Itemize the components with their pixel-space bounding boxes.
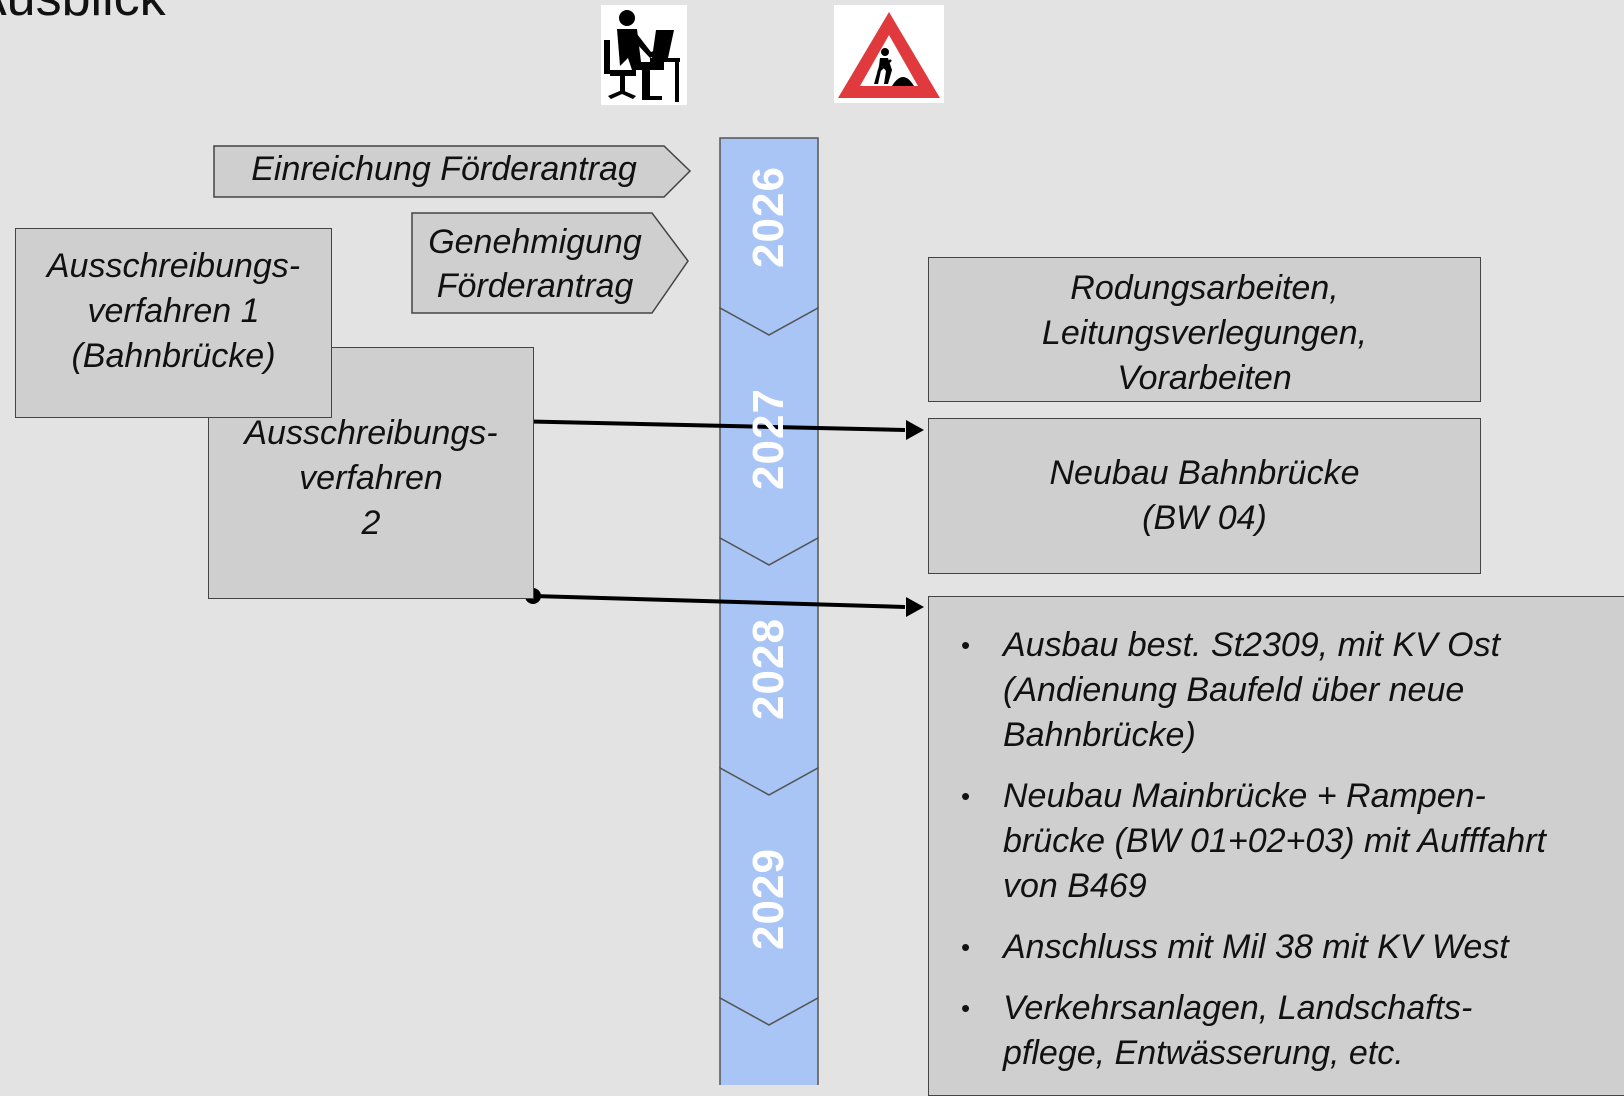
genehmigung-line-1: Genehmigung — [428, 223, 642, 261]
ausschreibung1-line-2: verfahren 1 — [87, 291, 260, 330]
measures-list-box: Ausbau best. St2309, mit KV Ost (Andienu… — [928, 596, 1624, 1096]
connector-arrowhead-2 — [906, 597, 924, 617]
ausschreibung2-line-2: verfahren — [299, 458, 443, 497]
connector-line-2 — [532, 594, 906, 609]
ausschreibung2-line-1: Ausschreibungs- — [244, 413, 498, 452]
rodung-line-3: Vorarbeiten — [1117, 359, 1292, 397]
list-item: Verkehrsanlagen, Landschafts- pflege, En… — [961, 986, 1624, 1076]
page-title: Ausblick — [0, 0, 166, 24]
list-item-line: Neubau Mainbrücke + Rampen- — [1003, 777, 1486, 815]
list-item-line: Anschluss mit Mil 38 mit KV West — [1003, 928, 1509, 966]
list-item-line: brücke (BW 01+02+03) mit Aufffahrt — [1003, 822, 1546, 860]
year-label-2027: 2027 — [744, 388, 793, 490]
year-label-2028: 2028 — [744, 618, 793, 720]
list-item: Ausbau best. St2309, mit KV Ost (Andienu… — [961, 623, 1624, 758]
neubau-bahnbruecke-line-1: Neubau Bahnbrücke — [1049, 454, 1360, 492]
year-label-2029: 2029 — [744, 848, 793, 950]
year-label-2026: 2026 — [744, 166, 793, 268]
office-worker-icon — [601, 5, 687, 105]
ausschreibungsverfahren-2-box: Ausschreibungs- verfahren 2 — [208, 347, 534, 599]
genehmigung-foerderantrag-label: Genehmigung Förderantrag — [405, 220, 665, 308]
connector-arrowhead-1 — [906, 420, 924, 440]
genehmigung-flag-shape — [411, 212, 689, 314]
measures-list: Ausbau best. St2309, mit KV Ost (Andienu… — [961, 623, 1624, 1076]
timeline-chevron-segment — [719, 996, 819, 1085]
neubau-bahnbruecke-line-2: (BW 04) — [1142, 499, 1267, 537]
ausschreibung1-line-3: (Bahnbrücke) — [71, 336, 276, 375]
ausschreibung1-line-1: Ausschreibungs- — [46, 246, 301, 285]
rodung-line-2: Leitungsverlegungen, — [1041, 314, 1368, 352]
neubau-bahnbruecke-box: Neubau Bahnbrücke (BW 04) — [928, 418, 1481, 574]
rodung-line-1: Rodungsarbeiten, — [1070, 269, 1339, 307]
list-item: Neubau Mainbrücke + Rampen- brücke (BW 0… — [961, 774, 1624, 909]
einreichung-flag-shape — [213, 145, 692, 198]
ausschreibungsverfahren-1-box: Ausschreibungs- verfahren 1 (Bahnbrücke) — [15, 228, 332, 418]
list-item-line: Ausbau best. St2309, mit KV Ost — [1003, 626, 1501, 664]
genehmigung-line-2: Förderantrag — [436, 267, 634, 305]
construction-warning-icon — [834, 5, 944, 103]
einreichung-foerderantrag-label: Einreichung Förderantrag — [251, 150, 637, 188]
list-item: Anschluss mit Mil 38 mit KV West — [961, 925, 1624, 970]
list-item-line: (Andienung Baufeld über neue — [1003, 671, 1465, 709]
ausschreibung2-line-3: 2 — [361, 503, 381, 542]
list-item-line: Bahnbrücke) — [1003, 716, 1196, 754]
list-item-line: Verkehrsanlagen, Landschafts- — [1003, 989, 1473, 1027]
list-item-line: pflege, Entwässerung, etc. — [1003, 1034, 1404, 1072]
list-item-line: von B469 — [1003, 867, 1147, 905]
rodungsarbeiten-box: Rodungsarbeiten, Leitungsverlegungen, Vo… — [928, 257, 1481, 402]
